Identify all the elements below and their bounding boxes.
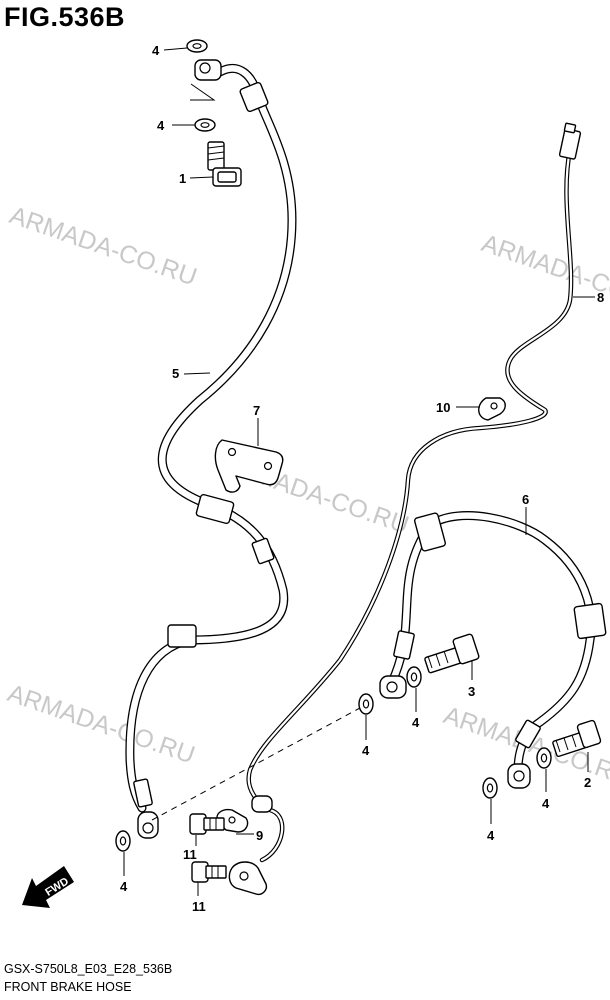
union-bolt-3[interactable] [424,633,480,674]
wheel-speed-sensor-lead[interactable] [246,122,582,863]
hose-joint [167,624,197,648]
front-brake-hose-right[interactable] [379,511,607,789]
sensor-connector [558,128,582,160]
callout-label: 10 [436,400,450,415]
callout-label: 4 [412,715,420,730]
callout-label: 4 [487,828,495,843]
watermarks: ARMADA-CO.RU ARMADA-CO.RU ARMADA-CO.RU A… [4,201,610,791]
union-bolt-1[interactable] [207,141,242,187]
watermark-text: ARMADA-CO.RU [4,679,198,769]
hose-joint [573,602,607,640]
callout-label: 7 [253,403,260,418]
watermark-text: ARMADA-CO.RU [478,229,610,319]
callout-label: 11 [183,847,197,862]
hose-clamp-bracket[interactable] [214,439,284,493]
callout-label: 4 [152,43,160,58]
fwd-arrow-icon: FWD [22,866,74,908]
callout-label: 6 [522,492,529,507]
model-code: GSX-S750L8_E03_E28_536B [4,962,173,976]
lead-clamp-upper[interactable] [478,397,506,421]
callout-label: 4 [157,118,165,133]
watermark-text: ARMADA-CO.RU [6,201,200,291]
callout-label: 11 [192,899,206,914]
callout-label: 3 [468,684,475,699]
speed-sensor-body [228,861,268,896]
leader-lines [123,47,595,896]
hose-sleeve [239,81,269,113]
bolt-11-upper[interactable] [189,813,225,835]
bolt-11-lower[interactable] [191,861,227,883]
hose-sleeve [133,778,153,808]
callout-label: 5 [172,366,179,381]
callout-label: 4 [120,879,128,894]
callout-labels: 4 4 1 5 7 8 10 6 3 4 4 2 4 4 9 11 11 4 [120,43,604,914]
figure-title: FIG.536B [4,2,126,32]
section-name: FRONT BRAKE HOSE [4,980,132,994]
callout-label: 2 [584,775,591,790]
washers [115,39,552,852]
hose-sleeve [393,630,415,660]
callout-label: 1 [179,171,186,186]
union-bolt-2[interactable] [552,719,602,758]
hose-joint [413,512,447,552]
callout-label: 4 [542,796,550,811]
callout-label: 9 [256,828,263,843]
hose-sleeve [515,719,541,749]
callout-label: 8 [597,290,604,305]
callout-label: 4 [362,743,370,758]
hose-joint [195,493,235,525]
front-brake-hose-left[interactable] [125,59,297,839]
hose-sleeve [251,537,275,565]
